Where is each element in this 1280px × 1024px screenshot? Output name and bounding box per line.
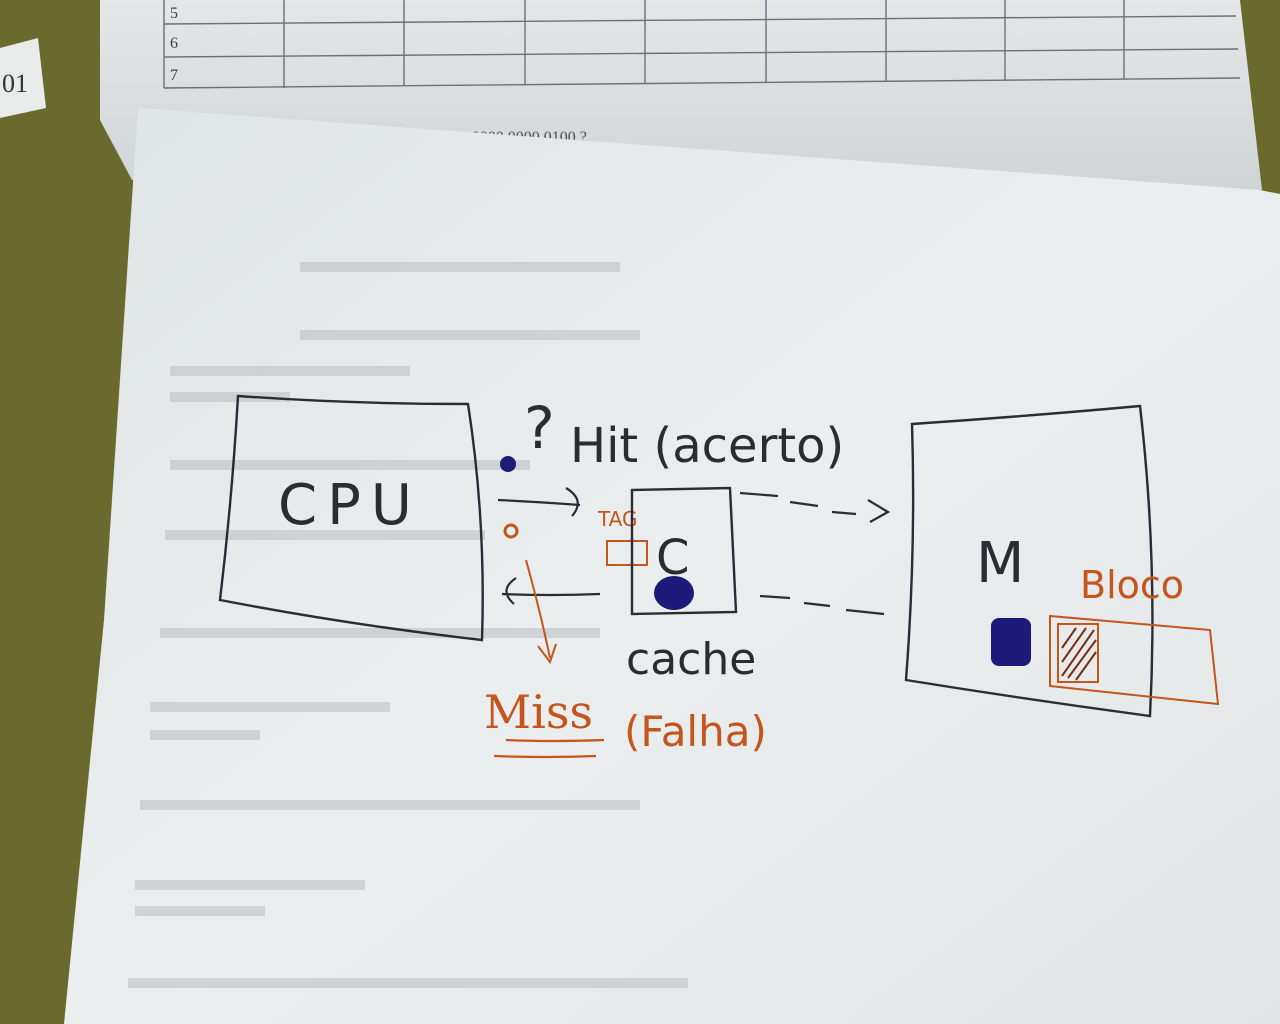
miss-translation: (Falha) bbox=[624, 707, 767, 756]
mapping-dashes bbox=[739, 491, 891, 616]
blue-dot bbox=[500, 456, 516, 472]
table-row-label: 6 bbox=[170, 35, 178, 52]
paper-scrap: 01 bbox=[0, 38, 46, 118]
miss-arrow bbox=[525, 559, 557, 665]
table-row-label: 5 bbox=[170, 5, 178, 22]
cpu-box: CPU bbox=[218, 394, 484, 642]
miss-underline bbox=[493, 738, 605, 759]
cache-blue-block bbox=[654, 576, 694, 610]
memory-letter: M bbox=[976, 531, 1024, 596]
scrap-label: 01 bbox=[2, 69, 28, 98]
block-hatching bbox=[1061, 627, 1097, 681]
memory-box: M bbox=[904, 404, 1154, 718]
cpu-label: CPU bbox=[278, 473, 422, 538]
return-arrow bbox=[501, 577, 601, 605]
show-through-text bbox=[128, 262, 688, 988]
hit-label: Hit (acerto) bbox=[570, 418, 844, 474]
cache-box: C bbox=[630, 486, 738, 616]
request-arrow bbox=[497, 487, 581, 517]
block-region: Bloco bbox=[1049, 563, 1220, 706]
memory-blue-block bbox=[991, 618, 1031, 666]
tag-box bbox=[606, 540, 648, 566]
question-mark: ? bbox=[524, 394, 555, 462]
block-label: Bloco bbox=[1080, 563, 1184, 607]
tag-label: TAG bbox=[597, 507, 638, 531]
orange-marker bbox=[503, 523, 519, 539]
miss-label: Miss bbox=[484, 685, 593, 739]
table-row-label: 7 bbox=[170, 67, 178, 84]
cache-label: cache bbox=[626, 634, 756, 685]
table-grid bbox=[163, 0, 1241, 89]
